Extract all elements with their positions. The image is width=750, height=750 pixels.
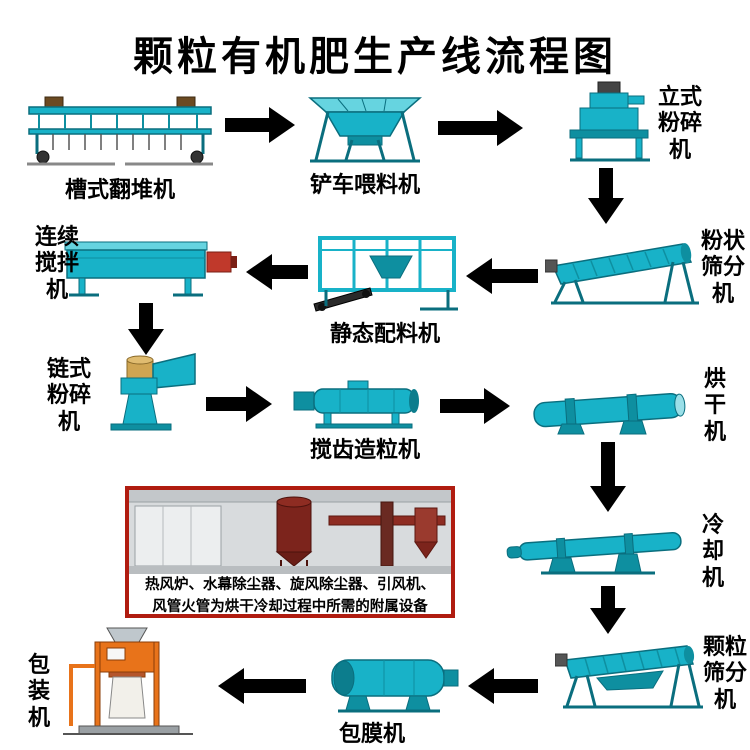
machine-coater-illustration [314,652,464,714]
label-packer: 包装机 [27,652,50,730]
page-title: 颗粒有机肥生产线流程图 [133,35,617,79]
machine-dryer-illustration [528,384,693,436]
auxiliary-note-line2: 风管火管为烘干冷却过程中所需的附属设备 [152,598,428,615]
machine-powder-screener-illustration [545,226,705,306]
label-dryer: 烘干机 [703,366,726,444]
static-batcher-icon [313,236,458,312]
arrow-mixer-to-chain-crusher [128,303,164,355]
machine-vertical-crusher-illustration [562,80,657,165]
arrow-coater-to-packer [218,668,306,704]
dryer-icon [533,392,686,435]
label-powder-screener: 粉状筛分机 [700,228,745,306]
cooler-icon [506,531,682,575]
label-trough-turner: 槽式翻堆机 [64,177,175,202]
granule-screener-icon [555,645,703,709]
arrow-cooler-to-granule-screener [590,586,626,634]
vertical-crusher-icon [569,81,650,162]
arrow-batcher-to-mixer [246,254,308,290]
label-static-batcher: 静态配料机 [329,321,440,346]
arrow-turner-to-feeder [225,107,295,143]
machine-cooler-illustration [505,520,690,580]
machine-mixer-illustration [55,226,240,301]
label-feeder: 铲车喂料机 [309,172,420,197]
machine-granulator-illustration [290,378,435,430]
label-vertical-crusher: 立式粉碎机 [657,84,702,162]
label-coater: 包膜机 [338,721,405,746]
arrow-granulator-to-dryer [440,388,510,424]
feeder-icon [308,97,422,163]
arrow-crusher-to-screener [588,168,624,224]
machine-feeder-illustration [300,94,430,166]
coater-icon [331,659,459,713]
label-granulator: 搅齿造粒机 [309,437,420,462]
label-cooler: 冷却机 [701,512,724,590]
machine-chain-crusher-illustration [95,352,200,434]
auxiliary-note-line1: 热风炉、水幕除尘器、旋风除尘器、引风机、 [145,577,435,593]
arrow-feeder-to-crusher [438,110,523,146]
powder-screener-icon [545,243,699,305]
label-granule-screener: 颗粒筛分机 [702,634,747,712]
auxiliary-equipment-photo [129,490,451,574]
machine-granule-screener-illustration [555,630,705,710]
arrow-chain-crusher-to-granulator [206,386,272,422]
machine-trough-turner-illustration [25,92,215,170]
arrow-screener-to-batcher [466,258,538,294]
chain-crusher-icon [110,353,196,431]
trough-turner-icon [27,96,213,166]
granulator-icon [293,380,419,429]
machine-static-batcher-illustration [312,234,462,314]
arrow-dryer-to-cooler [590,442,626,512]
arrow-granule-screener-to-coater [468,668,538,704]
label-mixer: 连续搅拌机 [34,224,79,302]
packer-icon [63,627,193,735]
label-chain-crusher: 链式粉碎机 [46,356,91,434]
mixer-icon [64,241,237,297]
auxiliary-equipment-box: 热风炉、水幕除尘器、旋风除尘器、引风机、 风管火管为烘干冷却过程中所需的附属设备 [125,486,455,618]
machine-packer-illustration [55,626,200,741]
